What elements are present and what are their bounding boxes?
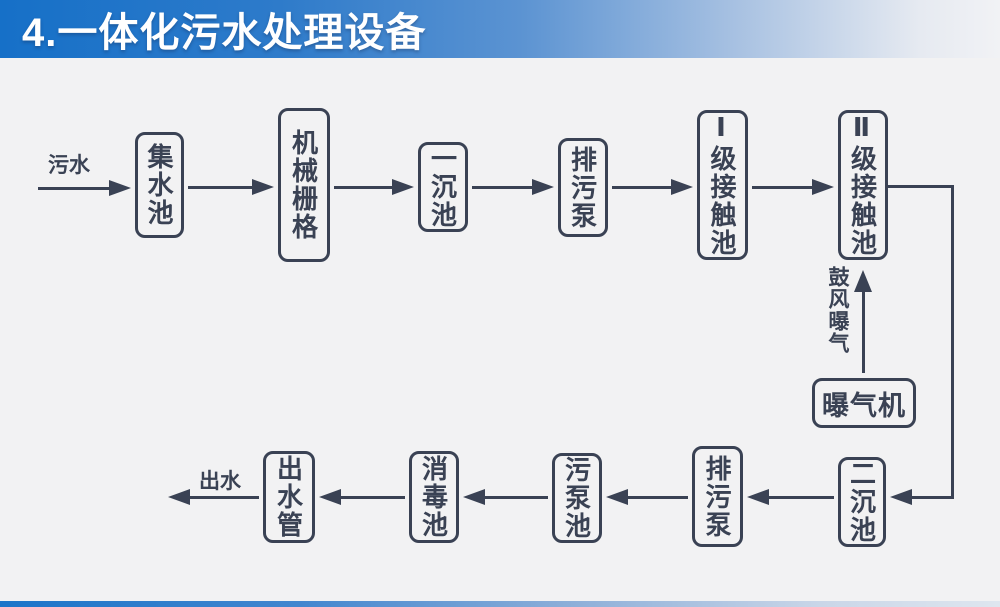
node-sludge-pump-tank: 污泵池 (552, 453, 602, 543)
arrow-shaft (334, 185, 392, 189)
arrow-head (890, 489, 912, 505)
arrow-pump2-to-sludge (606, 489, 688, 505)
arrow-collect-to-grid (188, 179, 274, 195)
arrow-shaft (190, 495, 259, 499)
arrow-shaft (38, 186, 109, 190)
node-contact-tank-1: Ⅰ级接触池 (697, 110, 748, 260)
arrow-outflow (168, 489, 259, 505)
connector-elbow-top (888, 185, 954, 188)
connector-elbow-vertical (951, 185, 954, 497)
arrow-head (747, 489, 769, 505)
arrow-grid-to-sed1 (334, 179, 414, 195)
arrow-head (854, 270, 872, 292)
node-mechanical-grid: 机械栅格 (278, 108, 330, 262)
output-water-label: 出水 (199, 470, 241, 493)
arrow-head (319, 489, 341, 505)
arrow-shaft (612, 185, 671, 189)
arrow-head (252, 179, 274, 195)
arrow-shaft (861, 292, 865, 373)
node-collect-tank: 集水池 (135, 132, 184, 238)
node-disinfection-tank: 消毒池 (409, 451, 459, 543)
arrow-aerator-to-contact2 (854, 270, 872, 373)
arrow-head (168, 489, 190, 505)
arrow-head (392, 179, 414, 195)
node-sewage-pump-top: 排污泵 (558, 138, 608, 237)
arrow-sed2-to-pump2 (747, 489, 834, 505)
node-outlet-pipe: 出水管 (263, 451, 315, 543)
arrow-head (532, 179, 554, 195)
arrow-head (671, 179, 693, 195)
input-water-label: 污水 (48, 154, 90, 177)
arrow-shaft (472, 185, 532, 189)
arrow-sludge-to-disinfect (463, 489, 548, 505)
arrow-disinfect-to-outlet (319, 489, 405, 505)
node-primary-sedimentation: 一沉池 (418, 142, 468, 232)
arrow-shaft (628, 495, 688, 499)
arrow-shaft (769, 495, 834, 499)
node-secondary-sedimentation: 二沉池 (838, 457, 886, 547)
arrow-inflow (38, 180, 131, 196)
arrow-head (606, 489, 628, 505)
arrow-sed1-to-pump1 (472, 179, 554, 195)
arrow-shaft (912, 495, 954, 499)
arrow-contact1-to-contact2 (752, 179, 834, 195)
node-aerator: 曝气机 (812, 378, 916, 428)
arrow-contact2-to-sed2 (890, 489, 954, 505)
arrow-shaft (188, 185, 252, 189)
node-contact-tank-2: Ⅱ级接触池 (838, 110, 888, 260)
arrow-pump1-to-contact1 (612, 179, 693, 195)
arrow-shaft (485, 495, 548, 499)
footer-accent-bar (0, 601, 1000, 607)
arrow-head (463, 489, 485, 505)
arrow-shaft (341, 495, 405, 499)
node-sewage-pump-bottom: 排污泵 (692, 446, 743, 547)
arrow-head (109, 180, 131, 196)
slide-title: 4.一体化污水处理设备 (22, 11, 427, 55)
slide-header: 4.一体化污水处理设备 (0, 0, 1000, 58)
arrow-shaft (752, 185, 812, 189)
arrow-head (812, 179, 834, 195)
blower-aeration-label: 鼓风曝气 (826, 266, 849, 354)
